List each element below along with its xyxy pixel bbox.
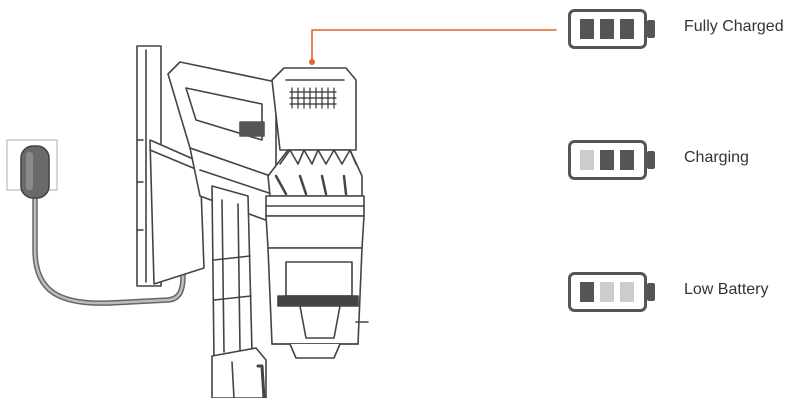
battery-icon [568,140,655,180]
status-label: Low Battery [684,281,769,298]
battery-icon [568,272,655,312]
battery-bar [600,150,614,170]
status-row-charging: Charging [568,140,809,180]
status-label: Fully Charged [684,18,784,35]
battery-bar [580,19,594,39]
battery-bar [620,150,634,170]
status-row-fully-charged: Fully Charged [568,9,809,49]
battery-bar [600,282,614,302]
battery-bar [580,150,594,170]
power-plug-icon [20,145,50,199]
vacuum-cleaner-icon [136,45,369,398]
vacuum-illustration [6,29,557,398]
battery-bar [580,282,594,302]
battery-bar [620,282,634,302]
battery-bar [620,19,634,39]
battery-icon [568,9,655,49]
status-label: Charging [684,149,749,166]
battery-bar [600,19,614,39]
status-row-low-battery: Low Battery [568,272,809,312]
callout-line [311,29,557,61]
